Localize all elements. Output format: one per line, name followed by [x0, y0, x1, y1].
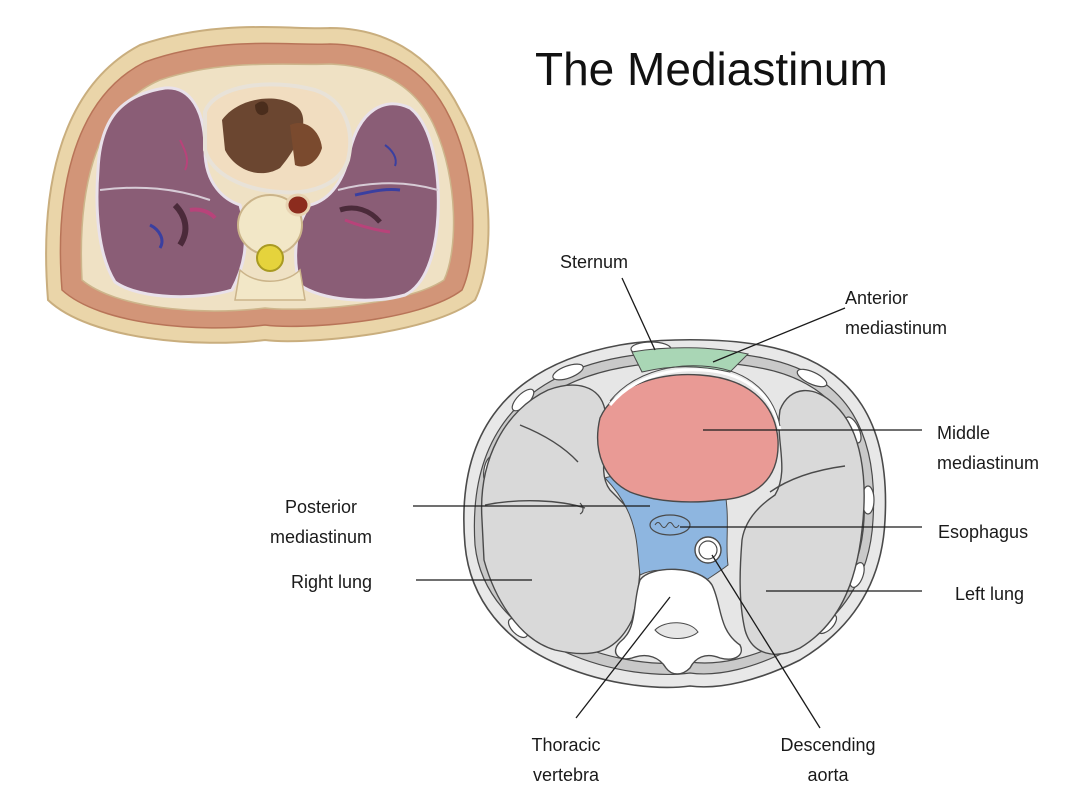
anterior-leader-line: [712, 307, 846, 363]
left-lung-label: Left lung: [955, 584, 1025, 604]
vertebra-label-line-2: vertebra: [532, 765, 600, 785]
right-lung-label: Right lung: [291, 572, 373, 592]
descending-aorta-label: Descending aorta: [768, 730, 888, 790]
vertebra-label-line-1: Thoracic: [531, 735, 601, 755]
posterior-label-line-2: mediastinum: [269, 527, 373, 547]
aorta-leader-line: [711, 554, 821, 729]
posterior-mediastinum-label: Posterior mediastinum: [258, 492, 384, 552]
anterior-mediastinum-label: Anterior mediastinum: [845, 283, 947, 343]
sternum-label: Sternum: [560, 252, 629, 272]
middle-mediastinum-label: Middle mediastinum: [937, 418, 1039, 478]
page-title: The Mediastinum: [535, 43, 888, 95]
vertebra-leader-line: [575, 596, 671, 719]
anterior-label-line-1: Anterior: [845, 288, 909, 308]
thoracic-vertebra-shape: [614, 568, 742, 675]
esophagus-label: Esophagus: [938, 522, 1029, 542]
esophagus-shape: [649, 514, 691, 536]
left-lung-region: [739, 389, 865, 655]
thoracic-vertebra-label: Thoracic vertebra: [516, 730, 616, 790]
sternum-leader-line: [621, 277, 656, 351]
middle-label-line-2: mediastinum: [937, 453, 1040, 473]
anterior-mediastinum-region: [631, 347, 749, 373]
anterior-label-line-2: mediastinum: [845, 318, 948, 338]
middle-label-line-1: Middle: [937, 423, 991, 443]
aorta-label-line-2: aorta: [807, 765, 849, 785]
posterior-label-line-1: Posterior: [284, 497, 358, 517]
middle-mediastinum-region: [596, 373, 779, 503]
aorta-label-line-1: Descending: [780, 735, 876, 755]
